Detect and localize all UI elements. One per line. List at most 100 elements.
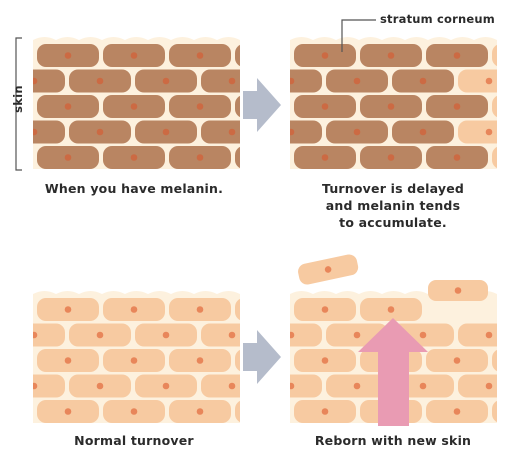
cell-nucleus bbox=[130, 408, 138, 415]
cell-nucleus bbox=[453, 52, 461, 59]
cell-nucleus bbox=[162, 77, 170, 85]
cell-nucleus bbox=[290, 128, 295, 136]
cell-nucleus bbox=[290, 331, 295, 339]
skin-cell bbox=[33, 323, 65, 347]
cell-nucleus bbox=[453, 408, 461, 415]
skin-cell bbox=[33, 374, 65, 398]
skin-cell bbox=[290, 323, 322, 347]
cell-nucleus bbox=[64, 357, 72, 364]
cell-nucleus bbox=[263, 52, 270, 59]
cell-nucleus bbox=[64, 103, 72, 110]
cell-nucleus bbox=[64, 154, 72, 161]
skin-cell bbox=[290, 69, 322, 93]
skin-cell bbox=[201, 69, 240, 93]
cell-nucleus bbox=[419, 77, 427, 85]
skin-cell bbox=[201, 120, 240, 144]
cell-nucleus bbox=[130, 357, 138, 364]
cell-nucleus bbox=[196, 154, 204, 161]
stratum-corneum-label: stratum corneum bbox=[380, 12, 495, 26]
cell-nucleus bbox=[64, 306, 72, 313]
cell-nucleus bbox=[419, 331, 427, 339]
cell-nucleus bbox=[353, 331, 361, 339]
cell-nucleus bbox=[387, 103, 395, 110]
skin-cell bbox=[492, 44, 497, 67]
cell-nucleus bbox=[290, 77, 295, 85]
cell-nucleus bbox=[130, 306, 138, 313]
skin-panel-melanin bbox=[33, 37, 270, 169]
cell-nucleus bbox=[196, 408, 204, 415]
skin-bracket bbox=[15, 37, 22, 171]
skin-cell bbox=[458, 69, 497, 93]
cell-nucleus bbox=[453, 357, 461, 364]
skin-panel-delayed bbox=[290, 37, 497, 169]
skin-cell bbox=[235, 95, 240, 118]
skin-cell bbox=[33, 69, 65, 93]
cell-nucleus bbox=[162, 382, 170, 390]
cell-nucleus bbox=[263, 154, 270, 161]
cell-nucleus bbox=[96, 331, 104, 339]
cell-nucleus bbox=[64, 52, 72, 59]
caption-reborn: Reborn with new skin bbox=[314, 433, 472, 448]
skin-cell bbox=[492, 95, 497, 118]
cell-nucleus bbox=[321, 357, 329, 364]
skin-panel-normal bbox=[33, 291, 270, 423]
skin-cell bbox=[492, 146, 497, 169]
cell-nucleus bbox=[96, 382, 104, 390]
skin-cell bbox=[458, 323, 497, 347]
skin-cell bbox=[235, 146, 240, 169]
cell-nucleus bbox=[196, 357, 204, 364]
cell-nucleus bbox=[353, 128, 361, 136]
cell-nucleus bbox=[321, 154, 329, 161]
cell-nucleus bbox=[162, 331, 170, 339]
skin-cell bbox=[201, 374, 240, 398]
cell-nucleus bbox=[485, 77, 493, 85]
cell-nucleus bbox=[419, 128, 427, 136]
skin-cell bbox=[290, 120, 322, 144]
skin-cell bbox=[235, 400, 240, 423]
cell-nucleus bbox=[96, 77, 104, 85]
right-arrow-icon bbox=[243, 330, 281, 384]
cell-nucleus bbox=[453, 103, 461, 110]
cell-nucleus bbox=[353, 77, 361, 85]
skin-cell bbox=[492, 400, 497, 423]
cell-nucleus bbox=[130, 154, 138, 161]
cell-nucleus bbox=[263, 408, 270, 415]
cell-nucleus bbox=[290, 382, 295, 390]
cell-nucleus bbox=[321, 103, 329, 110]
skin-cell bbox=[458, 120, 497, 144]
cell-nucleus bbox=[196, 52, 204, 59]
cell-nucleus bbox=[453, 154, 461, 161]
cell-nucleus bbox=[33, 128, 38, 136]
cell-nucleus bbox=[228, 331, 236, 339]
cell-nucleus bbox=[228, 77, 236, 85]
skin-cell bbox=[458, 374, 497, 398]
cell-nucleus bbox=[196, 103, 204, 110]
cell-nucleus bbox=[321, 306, 329, 313]
cell-nucleus bbox=[419, 382, 427, 390]
cell-nucleus bbox=[387, 154, 395, 161]
cell-nucleus bbox=[33, 331, 38, 339]
cell-nucleus bbox=[485, 331, 493, 339]
cell-nucleus bbox=[33, 382, 38, 390]
cell-nucleus bbox=[321, 52, 329, 59]
cell-nucleus bbox=[96, 128, 104, 136]
cell-nucleus bbox=[130, 52, 138, 59]
skin-cell bbox=[235, 44, 240, 67]
cell-nucleus bbox=[263, 306, 270, 313]
cell-nucleus bbox=[162, 128, 170, 136]
right-arrow-icon bbox=[243, 78, 281, 132]
cell-nucleus bbox=[321, 408, 329, 415]
skin-cell bbox=[492, 349, 497, 372]
cell-nucleus bbox=[485, 128, 493, 136]
skin-cell bbox=[290, 374, 322, 398]
skin-label: skin bbox=[11, 85, 25, 113]
cell-nucleus bbox=[64, 408, 72, 415]
shedding-cell bbox=[298, 254, 359, 285]
shedding-cell bbox=[428, 280, 488, 301]
up-arrow-icon bbox=[358, 318, 428, 426]
cell-nucleus bbox=[387, 306, 395, 313]
skin-cell bbox=[201, 323, 240, 347]
cell-nucleus bbox=[33, 77, 38, 85]
